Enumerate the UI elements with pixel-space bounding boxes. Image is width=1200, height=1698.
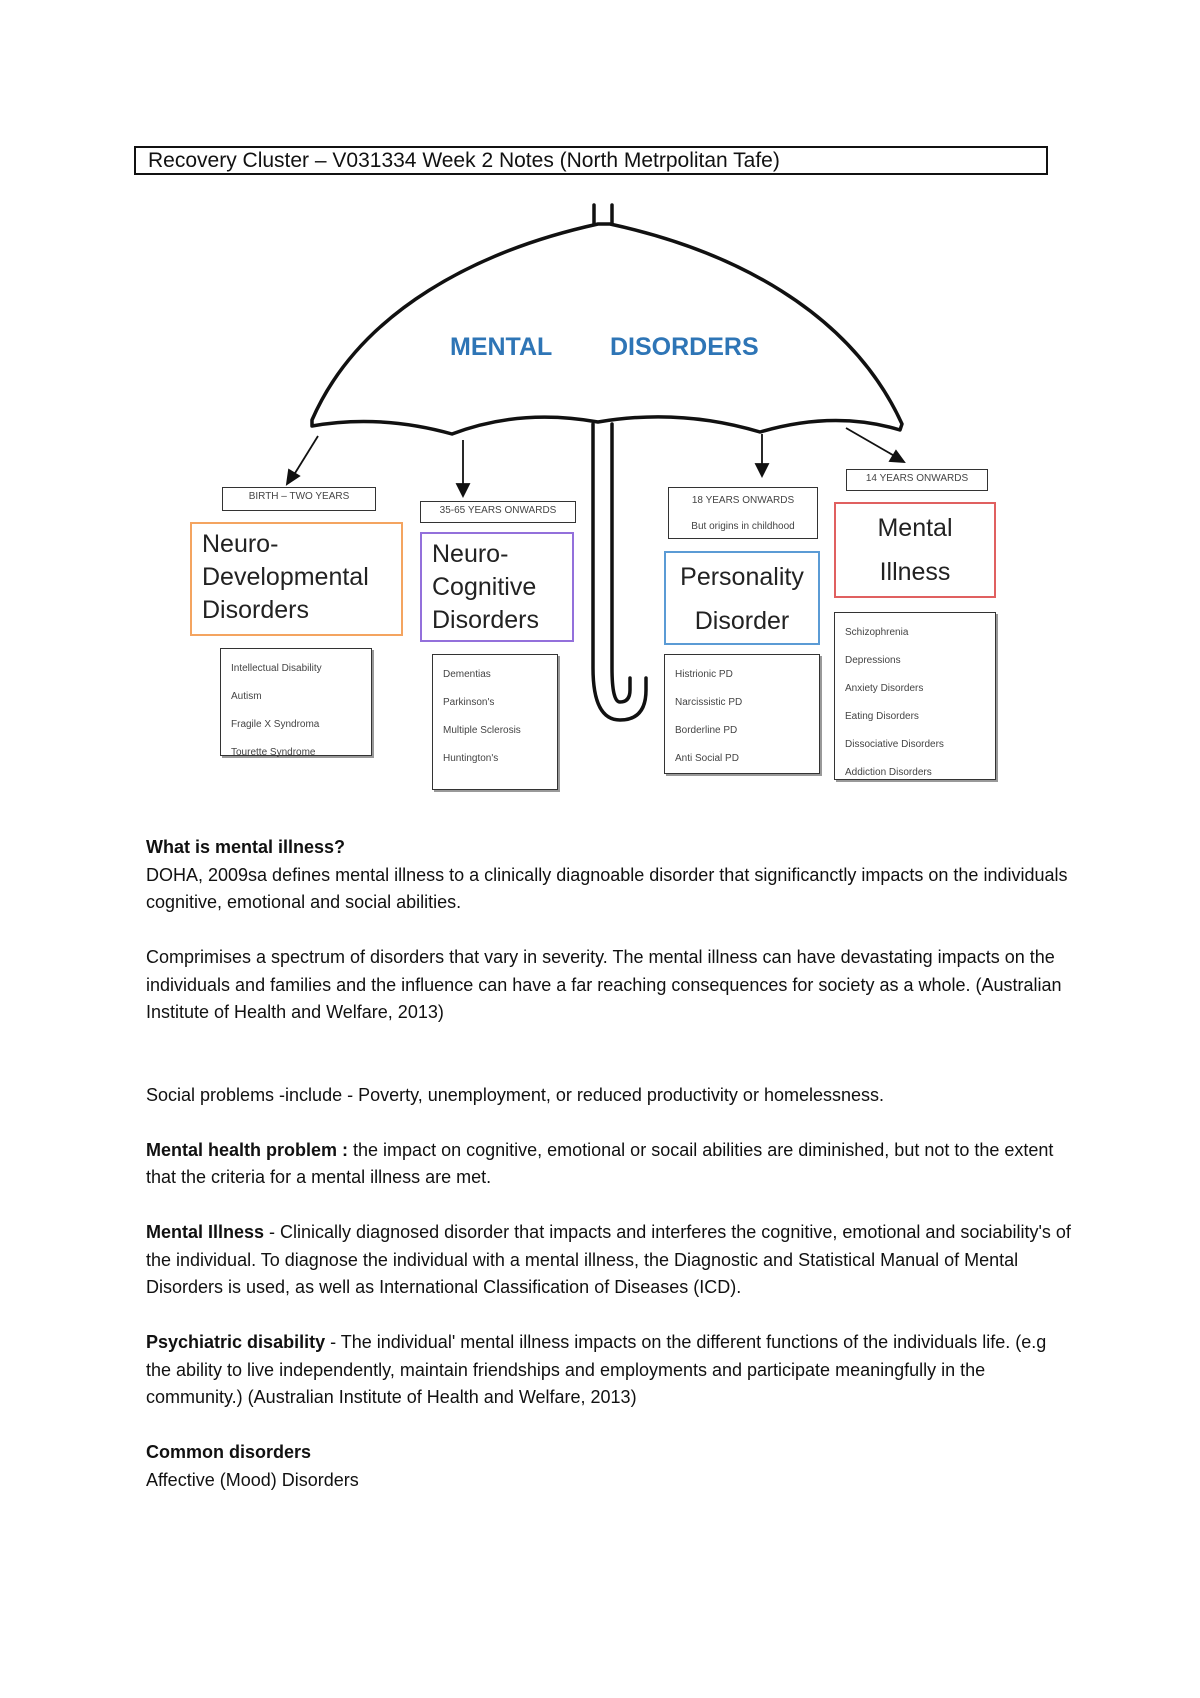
list-item: Intellectual Disability [231,663,322,674]
category-line: Neuro- [202,530,279,558]
category-personality: Personality Disorder [664,551,820,645]
age-label-subtext: But origins in childhood [691,521,795,532]
age-label-18: 18 YEARS ONWARDS But origins in childhoo… [668,487,818,539]
list-item: Histrionic PD [675,669,733,680]
umbrella-handle [591,203,648,722]
what-is-mental-illness-body: DOHA, 2009sa defines mental illness to a… [146,864,1068,913]
term: Psychiatric disability [146,1332,326,1352]
definition: - Clinically diagnosed disorder that imp… [146,1222,1071,1297]
list-item: Autism [231,691,262,702]
list-item: Dissociative Disorders [845,739,944,750]
age-label-birth: BIRTH – TWO YEARS [222,487,376,511]
mental-health-problem-paragraph: Mental health problem : the impact on co… [146,1137,1076,1192]
category-neurodevelopmental: Neuro- Developmental Disorders [190,522,403,636]
age-label-text: 18 YEARS ONWARDS [691,495,795,506]
age-label-35-65: 35-65 YEARS ONWARDS [420,501,576,523]
list-item: Borderline PD [675,725,738,736]
common-disorders-heading: Common disorders [146,1442,312,1462]
list-item: Narcissistic PD [675,697,743,708]
list-item: Multiple Sclerosis [443,725,521,736]
category-line: Disorders [202,596,309,624]
body-text: What is mental illness? DOHA, 2009sa def… [146,834,1076,1494]
list-item: Addiction Disorders [845,767,932,778]
diagram-heading-disorders: DISORDERS [610,333,759,361]
mental-illness-paragraph: Mental Illness - Clinically diagnosed di… [146,1219,1076,1302]
list-personality: Histrionic PD Narcissistic PD Borderline… [664,654,820,774]
list-item: Schizophrenia [845,627,909,638]
list-mental-illness: Schizophrenia Depressions Anxiety Disord… [834,612,996,780]
document-title: Recovery Cluster – V031334 Week 2 Notes … [134,146,1048,175]
category-line: Cognitive [432,573,537,601]
age-label-14: 14 YEARS ONWARDS [846,469,988,491]
common-disorders-item: Affective (Mood) Disorders [146,1469,359,1490]
list-item: Dementias [443,669,491,680]
list-item: Depressions [845,655,901,666]
category-line: Developmental [202,563,369,591]
what-is-mental-illness-heading: What is mental illness? [146,837,346,857]
psychiatric-disability-paragraph: Psychiatric disability - The individual'… [146,1329,1076,1412]
list-item: Anti Social PD [675,753,739,764]
category-line: Disorder [694,607,790,635]
diagram-heading-mental: MENTAL [450,333,552,361]
term: Mental Illness [146,1222,265,1242]
arrow-mental-illness [845,427,899,459]
umbrella-diagram: MENTAL DISORDERS [285,203,906,722]
arrow-neurodevelopmental [291,435,319,479]
category-neurocognitive: Neuro- Cognitive Disorders [420,532,574,642]
umbrella-canopy [310,222,904,436]
list-item: Huntington's [443,753,499,764]
list-neurocognitive: Dementias Parkinson's Multiple Sclerosis… [432,654,558,790]
social-problems-paragraph: Social problems -include - Poverty, unem… [146,1084,884,1105]
list-item: Fragile X Syndroma [231,719,320,730]
term: Mental health problem : [146,1139,349,1160]
definition: the impact on cognitive, emotional or so… [146,1139,1054,1188]
list-item: Anxiety Disorders [845,683,924,694]
category-line: Personality [680,563,804,591]
category-line: Neuro- [432,540,509,568]
category-line: Disorders [432,606,539,634]
list-neurodevelopmental: Intellectual Disability Autism Fragile X… [220,648,372,758]
list-item: Tourette Syndrome [231,747,316,758]
category-line: Illness [879,558,951,586]
category-line: Mental [877,514,953,542]
category-mental-illness: Mental Illness [834,502,996,598]
spectrum-paragraph: Comprimises a spectrum of disorders that… [146,947,1062,1022]
list-item: Eating Disorders [845,711,919,722]
list-item: Parkinson's [443,697,495,708]
definition: - The individual' mental illness impacts… [146,1332,1047,1407]
